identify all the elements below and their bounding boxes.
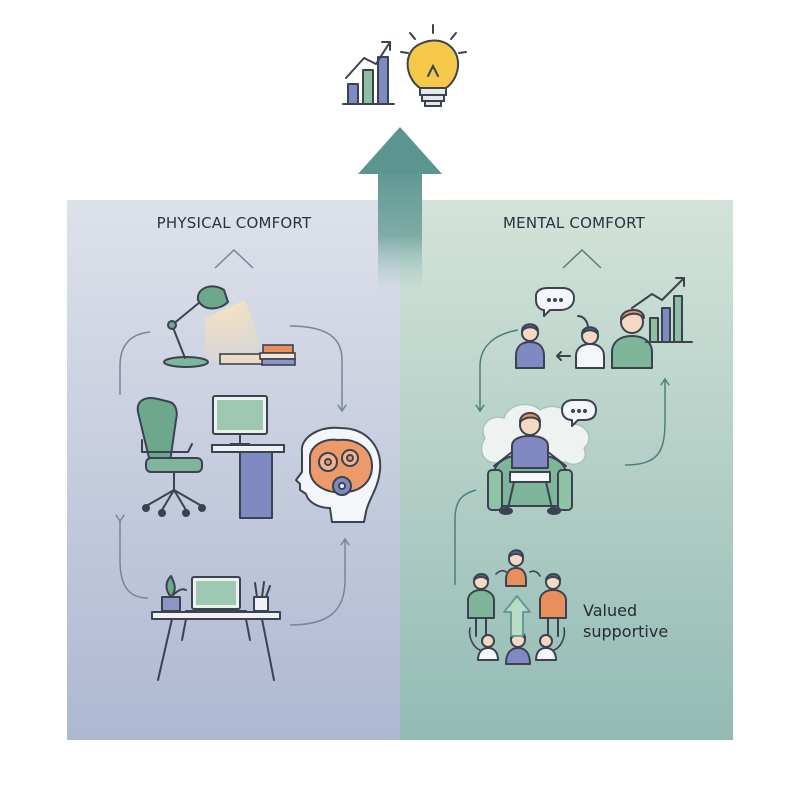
physical-comfort-title: PHYSICAL COMFORT	[156, 214, 312, 232]
growth-bar-icon	[631, 277, 693, 343]
lightbulb-icon	[400, 24, 467, 107]
callout-line-1: Valued	[583, 601, 638, 620]
laptop-desk-icon	[151, 575, 281, 681]
desk-lamp-icon	[163, 285, 268, 368]
valued-supportive-callout: Valued supportive	[583, 600, 668, 642]
conversation-icon	[515, 287, 653, 369]
mental-comfort-title: MENTAL COMFORT	[503, 214, 645, 232]
office-chair-icon	[136, 397, 206, 517]
up-arrow	[358, 127, 442, 290]
mental-flow-arrows	[454, 329, 670, 585]
physical-flow-arrows	[115, 325, 350, 626]
chevron-up-icon	[562, 248, 602, 269]
standing-desk-icon	[211, 444, 285, 519]
growth-chart-icon	[342, 41, 395, 105]
books-icon	[219, 344, 296, 366]
brain-gears-icon	[295, 426, 382, 523]
team-circle-icon	[467, 549, 567, 665]
relaxed-person-icon	[480, 399, 597, 515]
monitor-icon	[212, 395, 268, 445]
chevron-up-icon	[214, 248, 254, 269]
callout-line-2: supportive	[583, 622, 669, 641]
